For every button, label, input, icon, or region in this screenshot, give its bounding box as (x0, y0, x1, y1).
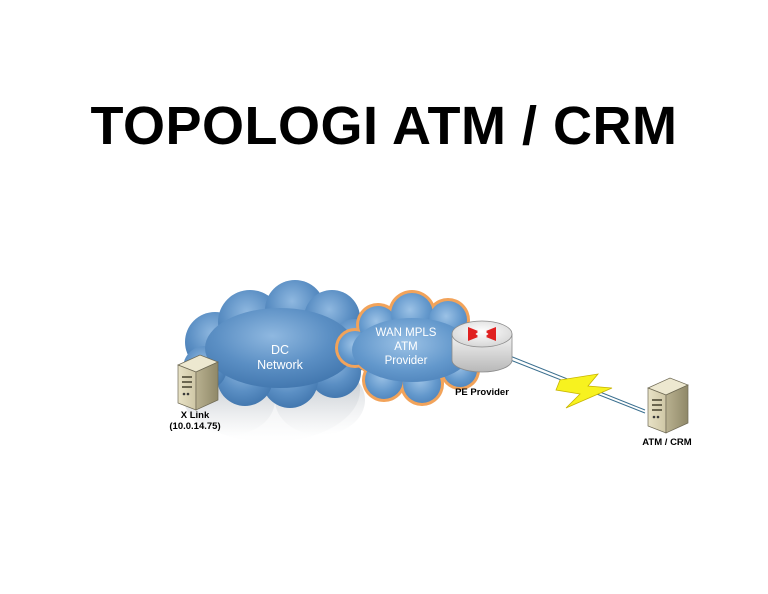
wan-label-line3: Provider (384, 355, 428, 367)
wan-label-line1: WAN MPLS (375, 327, 437, 339)
page-title: TOPOLOGI ATM / CRM (90, 96, 678, 156)
dc-network-label: DC Network (250, 343, 310, 373)
dc-label-line2: Network (257, 358, 303, 372)
server-icon (647, 377, 689, 434)
x-link-label: X Link (10.0.14.75) (160, 410, 230, 432)
pe-provider-label: PE Provider (455, 387, 509, 398)
x-link-ip: (10.0.14.75) (169, 421, 221, 432)
wan-mpls-label: WAN MPLS ATM Provider (366, 326, 446, 368)
dc-label-line1: DC (270, 343, 290, 357)
diagram-canvas (177, 280, 689, 442)
router-icon (451, 320, 513, 373)
network-topology-diagram: DC Network WAN MPLS ATM Provider X Link … (160, 270, 700, 455)
lightning-bolt-icon (555, 373, 613, 409)
wan-label-line2: ATM (394, 341, 418, 353)
server-icon (177, 354, 219, 411)
atm-crm-label: ATM / CRM (642, 437, 692, 448)
x-link-name: X Link (180, 410, 210, 421)
